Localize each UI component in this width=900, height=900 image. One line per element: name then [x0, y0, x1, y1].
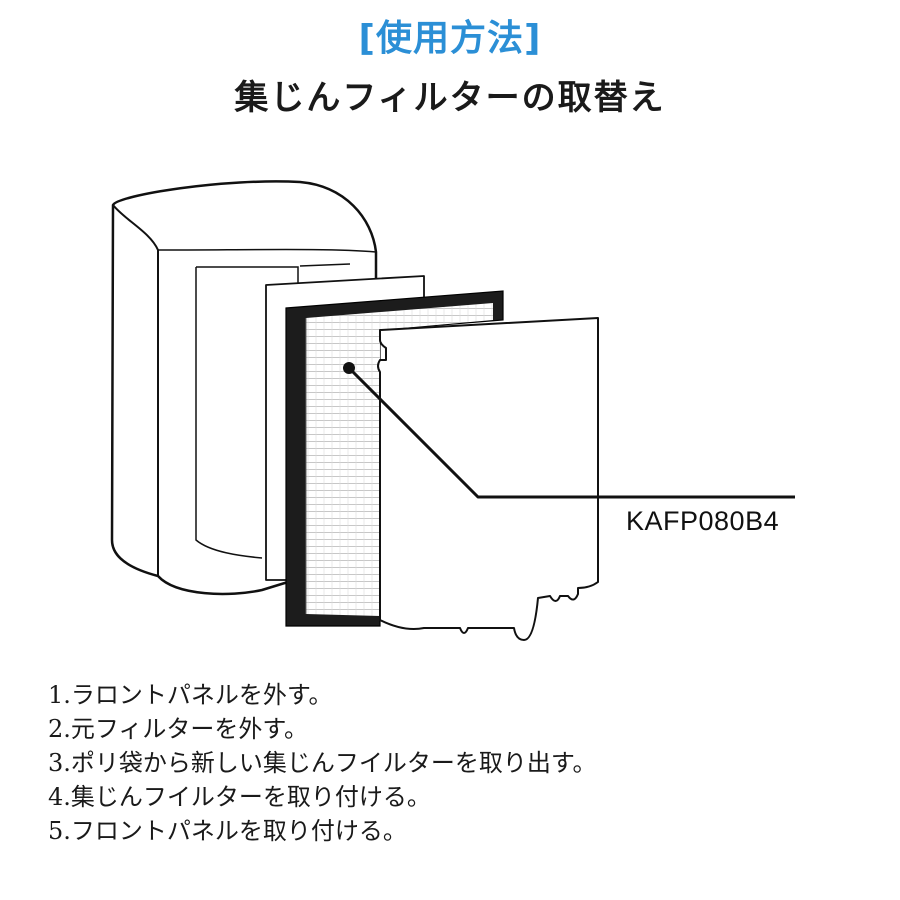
- page-title: [使用方法]: [358, 18, 542, 59]
- instruction-step: 1.ラロントパネルを外す。: [48, 681, 333, 709]
- instruction-steps: 1.ラロントパネルを外す。 2.元フィルターを外す。 3.ポリ袋から新しい集じん…: [48, 678, 597, 848]
- front-panel: [377, 317, 599, 641]
- model-leader-line: [343, 362, 795, 499]
- page-subtitle: 集じんフィルターの取替え: [234, 78, 666, 118]
- instruction-step: 4.集じんフイルターを取り付ける。: [48, 783, 431, 811]
- instruction-step: 5.フロントパネルを取り付ける。: [48, 817, 407, 845]
- instruction-step: 2.元フィルターを外す。: [48, 715, 309, 743]
- model-number-label: KAFP080B4: [626, 506, 780, 536]
- instruction-step: 3.ポリ袋から新しい集じんフイルターを取り出す。: [48, 749, 597, 777]
